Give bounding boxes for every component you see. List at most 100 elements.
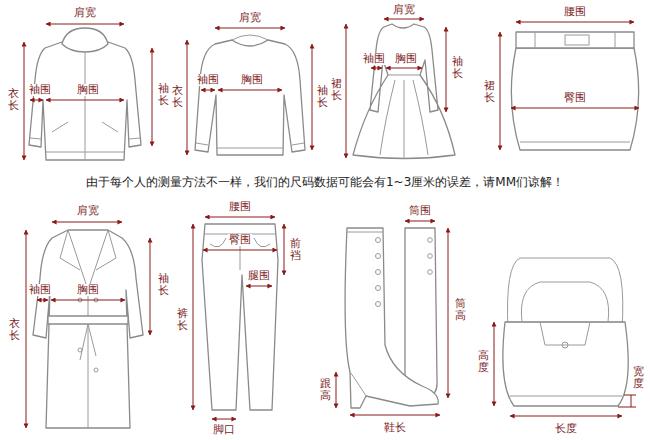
measure-label: 袖长: [158, 272, 169, 298]
boot-figure: [345, 228, 438, 408]
measure-label: 臀围: [563, 92, 587, 105]
measure-label: 袖围: [362, 53, 386, 66]
measure-line: [624, 395, 636, 396]
boot-figure: [376, 302, 381, 307]
bag-figure: [503, 258, 628, 406]
jacket-figure: [30, 52, 140, 160]
measure-line: [386, 68, 422, 69]
measure-label: 高度: [478, 349, 489, 375]
measure-line: [46, 100, 124, 101]
measure-line: [510, 416, 622, 417]
measure-line: [494, 322, 495, 406]
measure-line: [26, 230, 27, 428]
measure-label: 胸围: [394, 53, 418, 66]
measure-label: 臀围: [228, 234, 252, 247]
measure-label: 跟高: [320, 377, 331, 403]
measure-line: [212, 419, 236, 420]
dress-figure: [353, 24, 455, 159]
measure-label: 腿围: [247, 270, 271, 283]
measure-label: 袖围: [28, 84, 52, 97]
pants-figure: [202, 224, 278, 410]
measure-line: [346, 24, 347, 158]
coat-figure: [78, 348, 82, 352]
measure-line: [405, 221, 435, 222]
boot-figure: [428, 238, 433, 243]
boot-figure: [428, 254, 433, 259]
boot-figure: [376, 254, 381, 259]
boot-figure: [345, 228, 438, 408]
measure-line: [511, 108, 639, 109]
measure-line: [37, 300, 48, 301]
measure-line: [516, 22, 634, 23]
measure-label: 裙长: [331, 77, 342, 103]
measure-line: [312, 44, 313, 150]
measure-line: [215, 28, 285, 29]
measure-line: [24, 42, 25, 160]
dress-figure: [353, 24, 455, 159]
measure-line: [187, 40, 188, 155]
bag-figure: [562, 342, 568, 348]
coat-figure: [33, 230, 143, 428]
measure-label: 肩宽: [73, 7, 97, 20]
jacket-figure: [62, 28, 108, 52]
skirt-figure: [511, 32, 638, 150]
sweater-figure: [196, 35, 304, 148]
pants-figure: [202, 224, 278, 410]
measure-line: [24, 19, 639, 428]
boot-figure: [405, 228, 437, 396]
measure-line: [205, 217, 275, 218]
measure-line: [448, 228, 449, 398]
measure-label: 衣长: [9, 317, 20, 343]
measure-line: [446, 27, 447, 112]
skirt-figure: [520, 32, 630, 142]
coat-figure: [48, 316, 128, 324]
measure-label: 胸围: [76, 84, 100, 97]
bag-figure: [521, 282, 608, 322]
measure-label: 筒围: [408, 205, 432, 218]
bag-figure: [503, 322, 628, 406]
sweater-figure: [195, 40, 305, 155]
sweater-figure: [195, 35, 305, 155]
measure-line: [46, 24, 124, 25]
boot-figure: [347, 232, 383, 396]
skirt-figure: [565, 35, 589, 45]
measure-label: 脚口: [212, 424, 236, 437]
measure-label: 筒高: [455, 297, 466, 323]
bag-figure: [508, 258, 623, 330]
skirt-figure: [516, 32, 634, 48]
measure-line: [284, 224, 285, 275]
measure-line: [618, 407, 636, 408]
measure-label: 鞋长: [383, 422, 407, 435]
measure-label: 衣长: [8, 87, 19, 113]
boot-figure: [428, 270, 433, 275]
measure-line: [52, 222, 122, 223]
measure-line: [51, 300, 125, 301]
measure-label: 宽度: [633, 365, 644, 391]
coat-figure: [33, 230, 143, 428]
measure-line: [631, 395, 632, 407]
measure-label: 长度: [554, 423, 578, 436]
measure-line: [218, 90, 282, 91]
bag-figure: [505, 322, 625, 396]
measure-line: [152, 48, 153, 146]
measure-line: [384, 19, 424, 20]
pants-figure: [204, 234, 276, 270]
measure-line: [336, 372, 337, 408]
coat-figure: [60, 230, 116, 428]
boot-figure: [376, 286, 381, 291]
boot-figure: [376, 238, 381, 243]
measure-line: [150, 238, 151, 335]
measure-line: [246, 286, 272, 287]
boot-figure: [376, 270, 381, 275]
coat-figure: [94, 368, 98, 372]
note-text: 由于每个人的测量方法不一样，我们的尺码数据可能会有1~3厘米的误差，请MM们谅解…: [85, 176, 565, 190]
skirt-figure: [511, 48, 638, 150]
jacket-figure: [29, 42, 141, 160]
measure-label: 胸围: [240, 74, 264, 87]
measure-label: 袖长: [452, 55, 463, 81]
measure-label: 腰围: [228, 201, 252, 214]
measure-label: 前裆: [290, 237, 301, 263]
